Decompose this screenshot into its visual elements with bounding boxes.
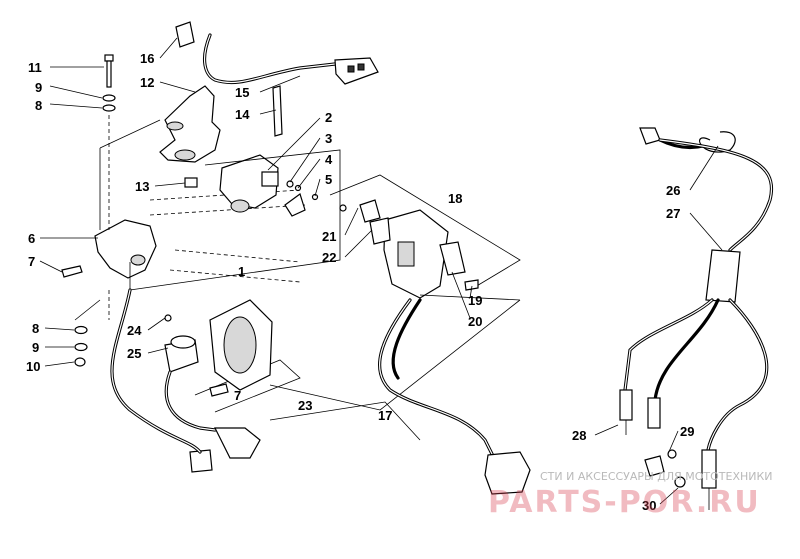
label-5: 5 xyxy=(325,172,332,187)
label-19: 19 xyxy=(468,293,482,308)
label-2: 2 xyxy=(325,110,332,125)
throttle-bracket-assembly xyxy=(61,54,306,367)
label-21: 21 xyxy=(322,229,336,244)
label-18: 18 xyxy=(448,191,462,206)
label-26: 26 xyxy=(666,183,680,198)
label-29: 29 xyxy=(680,424,694,439)
label-27: 27 xyxy=(666,206,680,221)
label-22: 22 xyxy=(322,250,336,265)
throttle-switch-assembly xyxy=(129,149,341,291)
label-20: 20 xyxy=(468,314,482,329)
switch-housing-assembly xyxy=(329,174,521,299)
thumb-warmer-assembly xyxy=(110,288,521,473)
label-11: 11 xyxy=(28,60,42,75)
label-12: 12 xyxy=(140,75,154,90)
label-24: 24 xyxy=(127,323,142,338)
harness-17 xyxy=(269,298,531,495)
label-15: 15 xyxy=(235,85,249,100)
label-3: 3 xyxy=(325,131,332,146)
leader-lines xyxy=(39,37,723,505)
part-labels: 11 9 8 16 12 15 14 2 3 4 5 13 18 6 7 21 … xyxy=(26,51,694,513)
watermark: СТИ И АКСЕССУАРЫ ДЛЯ МОТОТЕХНИКИ PARTS-P… xyxy=(488,470,773,520)
label-8-lower: 8 xyxy=(32,321,39,336)
warmer-harness-right xyxy=(619,127,774,510)
label-7-lower: 7 xyxy=(234,388,241,403)
label-10: 10 xyxy=(26,359,40,374)
label-9-lower: 9 xyxy=(32,340,39,355)
label-30: 30 xyxy=(642,498,656,513)
label-28: 28 xyxy=(572,428,586,443)
label-25: 25 xyxy=(127,346,141,361)
watermark-brand: PARTS-POR.RU xyxy=(488,485,761,520)
label-9: 9 xyxy=(35,80,42,95)
label-17: 17 xyxy=(378,408,392,423)
label-7: 7 xyxy=(28,254,35,269)
label-1: 1 xyxy=(238,264,245,279)
harness-upper xyxy=(175,21,379,137)
label-14: 14 xyxy=(235,107,250,122)
label-4: 4 xyxy=(325,152,333,167)
label-13: 13 xyxy=(135,179,149,194)
label-8: 8 xyxy=(35,98,42,113)
label-16: 16 xyxy=(140,51,154,66)
label-6: 6 xyxy=(28,231,35,246)
label-23: 23 xyxy=(298,398,312,413)
watermark-tagline: СТИ И АКСЕССУАРЫ ДЛЯ МОТОТЕХНИКИ xyxy=(540,470,773,483)
